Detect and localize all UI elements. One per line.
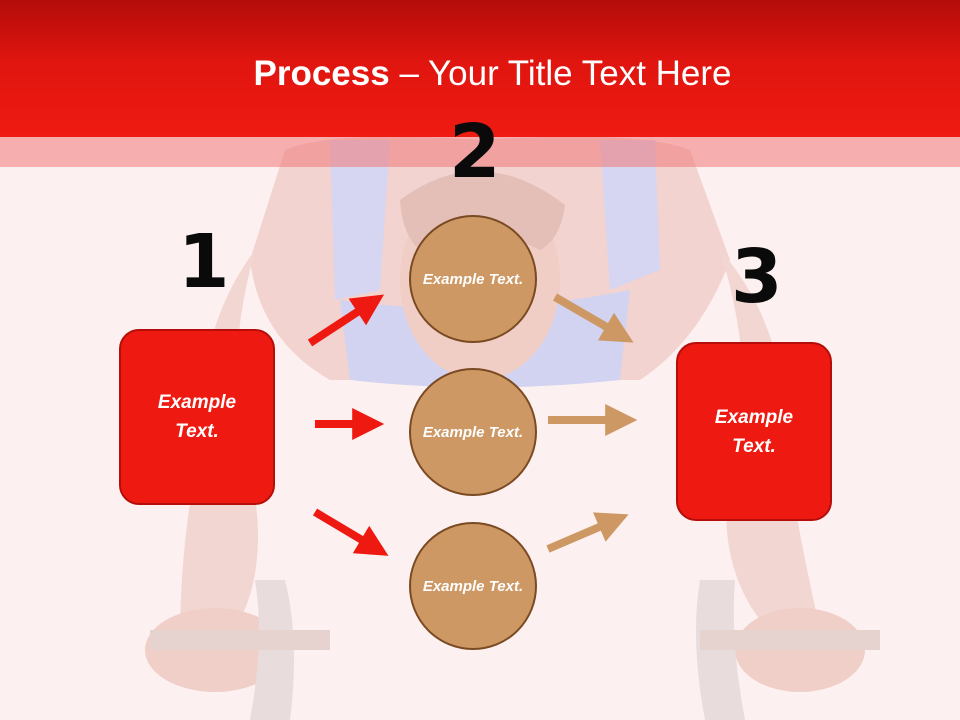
header-band xyxy=(0,137,960,167)
arrow-to-circle-1 xyxy=(307,294,385,347)
right-box: Example Text. xyxy=(676,342,832,521)
step-number-3: 3 xyxy=(731,234,783,320)
slide-title: Process – Your Title Text Here xyxy=(0,52,960,96)
arrow-from-circle-1 xyxy=(552,293,634,343)
circle-1-label: Example Text. xyxy=(422,270,524,288)
circle-3-label: Example Text. xyxy=(422,577,524,595)
arrow-to-circle-3 xyxy=(312,508,389,556)
header-bar xyxy=(0,0,960,137)
right-box-label: Example Text. xyxy=(714,406,794,457)
circle-3: Example Text. xyxy=(409,522,537,650)
left-box: Example Text. xyxy=(119,329,275,505)
title-rest: – Your Title Text Here xyxy=(389,54,732,93)
arrow-from-circle-3 xyxy=(546,512,629,553)
left-box-label: Example Text. xyxy=(157,392,237,442)
circle-1: Example Text. xyxy=(409,215,537,343)
circle-2-label: Example Text. xyxy=(422,423,524,441)
step-number-2: 2 xyxy=(449,109,501,195)
circle-2: Example Text. xyxy=(409,368,537,496)
step-number-1: 1 xyxy=(178,219,230,305)
title-bold: Process xyxy=(253,54,390,93)
